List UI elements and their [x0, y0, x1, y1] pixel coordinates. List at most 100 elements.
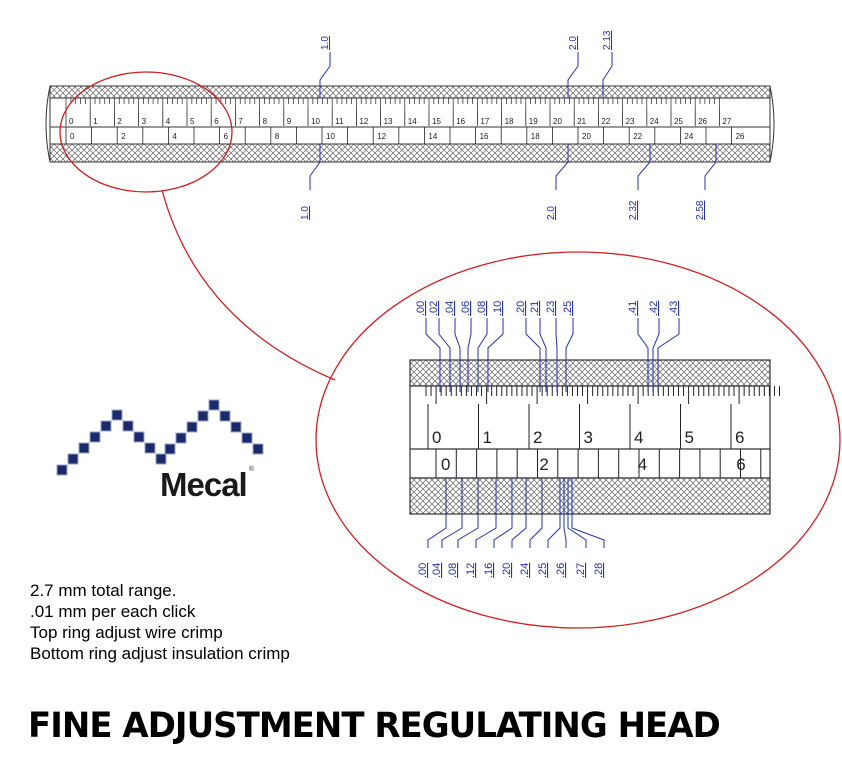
main-top-number: 13	[384, 117, 393, 126]
main-callout-below: 1.0	[300, 206, 311, 220]
main-bottom-number: 4	[172, 132, 177, 141]
main-callout-below: 2.32	[628, 200, 639, 220]
zoom-callout-below: .04	[431, 563, 443, 578]
main-bottom-number: 20	[582, 132, 591, 141]
zoom-bottom-number: 6	[736, 455, 745, 474]
zoom-bottom-ticks	[435, 449, 762, 478]
zoom-callout-above: .20	[515, 301, 527, 316]
zoom-callout-above-leader	[477, 318, 488, 392]
zoom-bottom-number: 0	[441, 455, 450, 474]
zoom-callout-below: .00	[417, 563, 429, 578]
logo-square	[122, 420, 134, 432]
zoom-callout-below-leader	[547, 478, 561, 548]
zoom-callout-below: .16	[483, 563, 495, 578]
logo-square	[219, 410, 231, 422]
main-top-number: 27	[722, 117, 731, 126]
zoom-circle	[315, 251, 841, 629]
zoom-callout-below: .26	[555, 563, 567, 578]
zoom-callout-above-leader	[565, 318, 574, 392]
main-top-number: 7	[238, 117, 243, 126]
logo-square	[78, 442, 90, 454]
highlight-circle	[59, 71, 233, 193]
zoom-top-number: 3	[584, 428, 593, 447]
zoom-top-number: 6	[735, 428, 744, 447]
zoom-callout-above: .25	[562, 301, 574, 316]
main-callout-above-leader	[567, 52, 579, 98]
main-top-number: 12	[359, 117, 368, 126]
logo-text: Mecal	[160, 466, 248, 503]
main-callout-above: 2.0	[568, 36, 579, 50]
zoom-callout-below: .12	[465, 563, 477, 578]
zoom-callout-above: .02	[428, 301, 440, 316]
main-bottom-number: 16	[480, 132, 489, 141]
zoom-callout-above: .23	[545, 301, 557, 316]
scale-left-cap	[45, 85, 51, 163]
main-bottom-number: 24	[684, 132, 693, 141]
zoom-callout-below-leader	[427, 478, 447, 548]
note-click: .01 mm per each click	[30, 602, 196, 621]
main-callout-below-leader	[637, 144, 651, 190]
main-top-number: 8	[263, 117, 268, 126]
zoom-callout-above: .06	[460, 301, 472, 316]
main-top-number: 17	[480, 117, 489, 126]
logo-square	[197, 410, 209, 422]
main-top-number: 16	[456, 117, 465, 126]
logo-square	[100, 420, 112, 432]
main-callout-above-leader	[602, 52, 613, 98]
zoom-callout-above-leader	[425, 318, 441, 392]
logo-square	[252, 443, 264, 455]
zoom-callout-above-leader	[555, 318, 558, 392]
zoom-callout-above-leader	[657, 318, 680, 392]
main-top-number: 10	[311, 117, 320, 126]
zoom-callout-above: .08	[476, 301, 488, 316]
zoom-callout-below: .28	[593, 563, 605, 578]
zoom-callout-below: .27	[575, 563, 587, 578]
logo-square	[144, 442, 156, 454]
main-bottom-number: 26	[736, 132, 745, 141]
main-top-number: 19	[529, 117, 538, 126]
registered-mark: ®	[248, 466, 254, 473]
zoom-callout-above: .00	[415, 301, 427, 316]
main-callout-below: 2.58	[695, 200, 706, 220]
zoom-callout-below-leader	[563, 478, 567, 548]
main-callout-above: 2.13	[602, 30, 613, 50]
main-top-number: 18	[505, 117, 514, 126]
main-top-number: 6	[214, 117, 219, 126]
main-top-number: 22	[601, 117, 610, 126]
logo-square	[230, 421, 242, 433]
zoom-top-number: 1	[483, 428, 492, 447]
main-bottom-number: 2	[121, 132, 126, 141]
zoom-callout-above-leader	[454, 318, 461, 392]
zoom-callout-above: .21	[529, 301, 541, 316]
logo-square	[89, 431, 101, 443]
zoom-bottom-number: 2	[539, 455, 548, 474]
main-top-number: 23	[626, 117, 635, 126]
notes: 2.7 mm total range. .01 mm per each clic…	[30, 580, 290, 664]
zoom-callout-above: .43	[668, 301, 680, 316]
main-callout-below-leader	[309, 144, 321, 190]
zoom-callout-below-leader	[571, 478, 605, 548]
main-top-number: 25	[674, 117, 683, 126]
logo-square	[155, 453, 167, 465]
main-top-number: 20	[553, 117, 562, 126]
main-bottom-number: 18	[531, 132, 540, 141]
logo-square	[56, 464, 68, 476]
main-bottom-number: 22	[633, 132, 642, 141]
main-callout-above: 1.0	[320, 36, 331, 50]
main-top-number: 26	[698, 117, 707, 126]
zoom-bottom-number: 4	[638, 455, 647, 474]
logo-square	[164, 443, 176, 455]
main-top-number: 0	[69, 117, 74, 126]
logo-square	[133, 431, 145, 443]
zoom-callout-below-leader	[493, 478, 513, 548]
zoom-callout-above-leader	[539, 318, 547, 392]
zoom-connector	[161, 189, 336, 381]
logo-square	[241, 432, 253, 444]
main-top-number: 15	[432, 117, 441, 126]
mecal-logo-icon	[56, 399, 264, 476]
main-top-number: 4	[166, 117, 171, 126]
zoom-callout-above-leader	[525, 318, 541, 392]
